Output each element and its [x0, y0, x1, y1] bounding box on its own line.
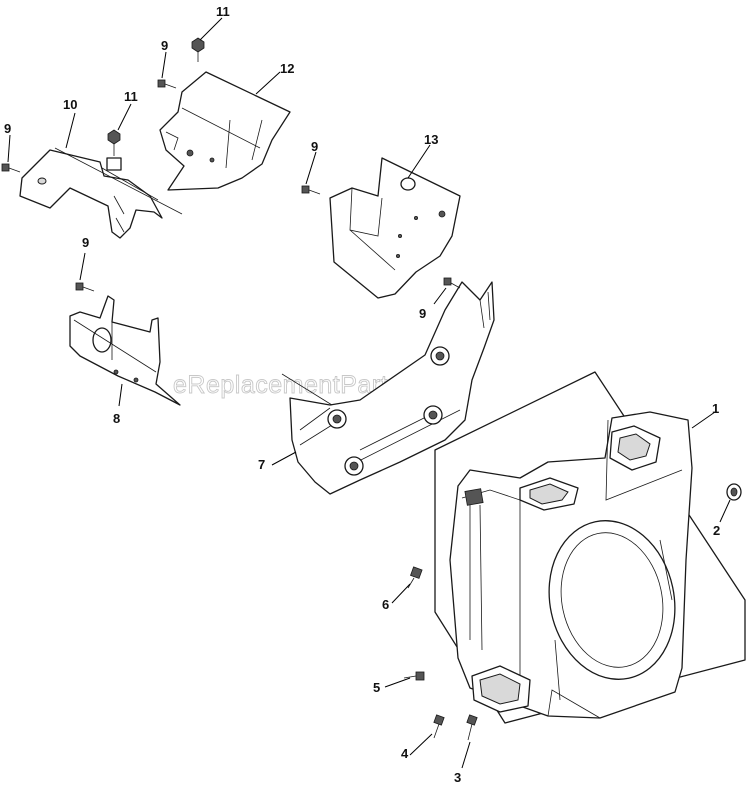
callout-11-left: 11: [124, 89, 138, 104]
leader-lines: [7, 17, 731, 769]
screw-part-5: [403, 671, 425, 681]
callout-2: 2: [713, 523, 720, 538]
callout-9-middle-left: 9: [82, 235, 89, 250]
callout-7: 7: [258, 457, 265, 472]
callout-10: 10: [63, 97, 77, 112]
screw-9a: [157, 79, 177, 89]
callout-5: 5: [373, 680, 380, 695]
callout-4: 4: [401, 746, 409, 761]
callout-3: 3: [454, 770, 461, 785]
blower-housing-part-1: [434, 371, 746, 724]
callout-9-left: 9: [4, 121, 11, 136]
callout-6: 6: [382, 597, 389, 612]
callout-9-right: 9: [419, 306, 426, 321]
baffle-part-8: [69, 295, 181, 406]
screw-9d: [301, 185, 321, 195]
shield-part-12: [159, 71, 291, 191]
screw-9e: [443, 277, 461, 289]
screw-11b: [107, 129, 121, 156]
callout-12: 12: [280, 61, 294, 76]
callout-1: 1: [712, 401, 719, 416]
air-guide-part-7: [281, 281, 495, 495]
screw-9b: [1, 163, 21, 173]
screw-9c: [75, 282, 95, 292]
callout-8: 8: [113, 411, 120, 426]
callout-9-top: 9: [161, 38, 168, 53]
screw-part-3: [466, 714, 478, 741]
nut-part-2: [726, 483, 742, 501]
screw-11a: [191, 37, 205, 62]
bracket-part-10: [19, 147, 183, 239]
callout-9-center: 9: [311, 139, 318, 154]
screw-part-4: [433, 714, 445, 739]
callout-13: 13: [424, 132, 438, 147]
shield-part-13: [329, 157, 461, 299]
screw-part-6: [407, 566, 423, 589]
callout-11-top: 11: [216, 4, 230, 19]
